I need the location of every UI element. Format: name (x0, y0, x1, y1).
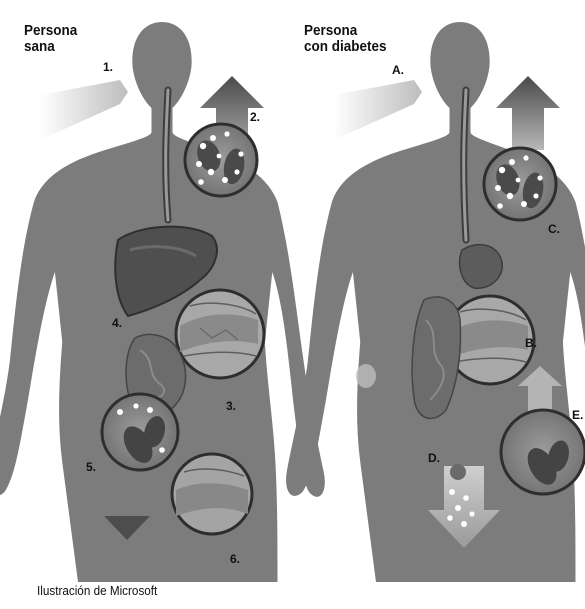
cell-circle-e (501, 410, 585, 494)
diabetic-title-line2: con diabetes (304, 39, 387, 54)
stomach-diabetic (460, 245, 503, 289)
label-2: 2. (250, 110, 260, 124)
label-6: 6. (230, 552, 240, 566)
label-5: 5. (86, 460, 96, 474)
label-a: A. (392, 63, 404, 77)
pancreas-circle-3 (176, 290, 264, 378)
label-b: B. (525, 336, 537, 350)
healthy-title-line1: Persona (24, 23, 77, 38)
inhaled-air-arrow (40, 80, 128, 140)
cell-circle-2 (185, 124, 257, 196)
label-1: 1. (103, 60, 113, 74)
healthy-title-line2: sana (24, 39, 55, 54)
label-3: 3. (226, 399, 236, 413)
diabetic-person-figure (286, 22, 585, 582)
cell-circle-c (484, 148, 556, 220)
glucose-up-arrow-c (496, 76, 560, 150)
muscle-circle-6 (172, 454, 252, 534)
label-e: E. (572, 408, 583, 422)
diabetic-title-line1: Persona (304, 23, 357, 38)
healthy-person-figure (0, 22, 325, 582)
illustration-credit: Ilustración de Microsoft (37, 583, 157, 598)
label-4: 4. (112, 316, 122, 330)
label-c: C. (548, 222, 560, 236)
arm-highlight (356, 364, 376, 388)
label-d: D. (428, 451, 440, 465)
cell-circle-5 (102, 394, 178, 470)
inhaled-air-arrow-diabetic (334, 80, 422, 140)
